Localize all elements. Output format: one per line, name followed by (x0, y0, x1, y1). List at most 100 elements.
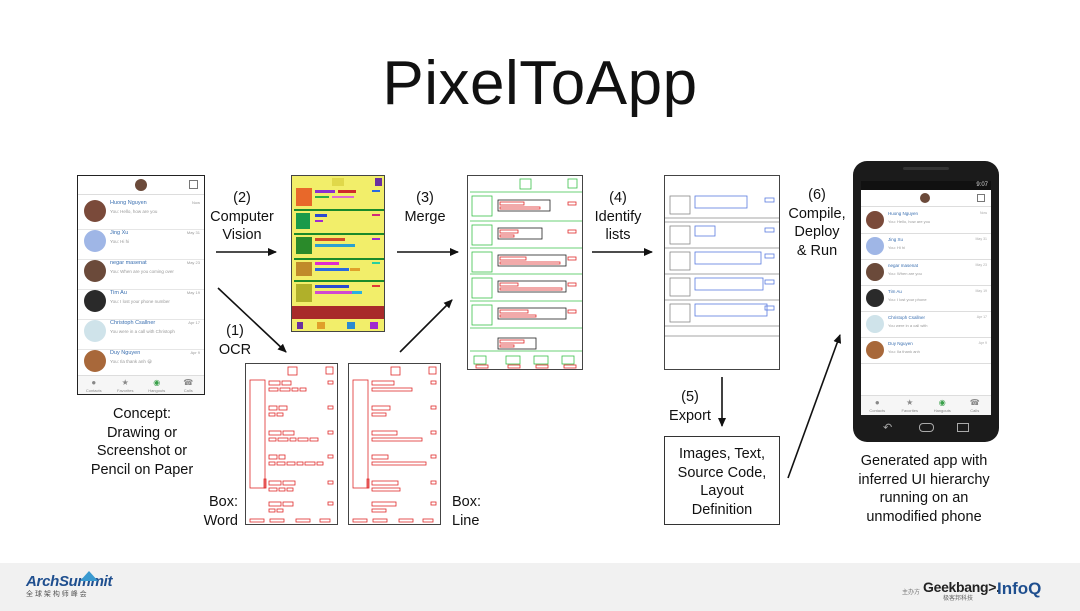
contact-date: Now (191, 200, 200, 205)
status-bar: 9:07 (861, 181, 991, 190)
identify-lists-panel (664, 175, 780, 370)
contact-message: You were in a call with (888, 323, 928, 328)
avatar (84, 320, 106, 342)
avatar (866, 315, 884, 333)
contact-name: Huong Nguyen (888, 211, 919, 216)
tab-label: Contacts (85, 388, 102, 393)
contact-date: May 31 (186, 230, 200, 235)
step5-label: (5) Export (669, 389, 711, 424)
contact-date: May 19 (186, 290, 200, 295)
phone-tab-bar: ●Contacts★Favorites◉Hangouts☎Calls (861, 395, 991, 415)
back-icon: ↶ (883, 422, 893, 434)
hangouts-icon: ◉ (153, 378, 161, 387)
contact-message: You were in a call with Christoph (110, 329, 175, 334)
contact-date: Apr 9 (190, 350, 200, 355)
box-word-label: Box: Word (203, 494, 238, 529)
contacts-tab-icon: ● (91, 378, 97, 387)
tab-label: Favorites (901, 408, 918, 413)
merge-panel (467, 175, 583, 370)
contact-name: Christoph Csallner (110, 320, 156, 326)
compose-icon (189, 180, 198, 189)
avatar-icon (135, 179, 147, 191)
list-item[interactable]: Tim Au You: I lost your phone May 19 (861, 285, 991, 312)
phone-icon: ☎ (183, 378, 194, 387)
ocr-line-boxes-panel (348, 363, 441, 525)
avatar (84, 260, 106, 282)
avatar (866, 341, 884, 359)
contact-message: You: Hello, how are you (110, 209, 158, 214)
contact-date: Now (979, 211, 987, 215)
geekbang-logo: Geekbang>. 极客邦科技 (923, 579, 1000, 602)
avatar (866, 237, 884, 255)
contact-name: Jing Xu (888, 237, 904, 242)
contact-name: Duy Nguyen (110, 350, 141, 356)
tab-contacts[interactable]: ●Contacts (862, 398, 892, 413)
archsummit-logo: ArchSummit 全 球 架 构 师 峰 会 (26, 573, 112, 599)
concept-tab-bar: ●Contacts★Favorites◉Hangouts☎Calls (78, 375, 204, 394)
archsummit-sub: 全 球 架 构 师 峰 会 (26, 591, 87, 598)
contact-date: Apr 17 (188, 320, 200, 325)
concept-header (78, 176, 204, 195)
avatar (866, 263, 884, 281)
star-icon: ★ (121, 378, 129, 387)
contact-message: You: I lost your phone number (110, 299, 170, 304)
list-boxes (665, 195, 779, 337)
step3-label: (3) Merge (404, 190, 446, 225)
footer-bar: ArchSummit 全 球 架 构 师 峰 会 主办方 Geekbang>. … (0, 563, 1080, 611)
contact-date: May 19 (975, 289, 987, 293)
contact-date: May 23 (975, 263, 987, 267)
tab-label: Hangouts (148, 388, 166, 393)
contact-name: Tim Au (110, 290, 127, 296)
tab-label: Contacts (869, 408, 886, 413)
contact-name: Huong Nguyen (110, 200, 147, 206)
step4-label: (4) Identify lists (594, 190, 642, 243)
mountain-icon (80, 571, 98, 581)
tab-hangouts[interactable]: ◉Hangouts (927, 398, 957, 413)
contact-message: You: Hi hi (888, 245, 905, 250)
tab-favorites[interactable]: ★Favorites (110, 378, 140, 393)
tab-label: Favorites (117, 388, 134, 393)
contact-date: Apr 17 (976, 315, 987, 319)
tab-calls[interactable]: ☎Calls (960, 398, 990, 413)
contact-name: Tim Au (888, 289, 902, 294)
tab-label: Calls (970, 408, 980, 413)
contact-name: Jing Xu (110, 230, 129, 236)
tab-calls[interactable]: ☎Calls (173, 378, 203, 393)
tab-favorites[interactable]: ★Favorites (895, 398, 925, 413)
list-item[interactable]: Jing Xu You: Hi hi May 31 (861, 233, 991, 260)
export-output-text: Images, Text, Source Code, Layout Defini… (677, 446, 767, 518)
contact-message: You: When are you coming over (110, 269, 174, 274)
contact-date: May 31 (975, 237, 987, 241)
contact-message: You: I lost your phone (888, 297, 927, 302)
contact-message: You: Ila thank anh 😀 (110, 359, 152, 364)
star-icon: ★ (906, 398, 914, 407)
contact-date: Apr 9 (978, 341, 987, 345)
computer-vision-panel (291, 175, 385, 332)
tab-contacts[interactable]: ●Contacts (79, 378, 109, 393)
avatar (84, 350, 106, 372)
merged-boxes (470, 178, 582, 369)
step2-label: (2) Computer Vision (210, 190, 274, 243)
arrow-run (787, 334, 842, 479)
slide-title: PixelToApp (382, 49, 698, 118)
contact-message: You: Ila thank anh (888, 349, 920, 354)
contacts-tab-icon: ● (874, 398, 880, 407)
contact-message: You: Hello, how are you (888, 219, 931, 224)
home-icon (919, 423, 934, 432)
tab-hangouts[interactable]: ◉Hangouts (142, 378, 172, 393)
contact-name: Duy Nguyen (888, 341, 913, 346)
list-item[interactable]: Tim Au You: I lost your phone number May 1… (78, 285, 204, 320)
contact-date: May 23 (186, 260, 200, 265)
